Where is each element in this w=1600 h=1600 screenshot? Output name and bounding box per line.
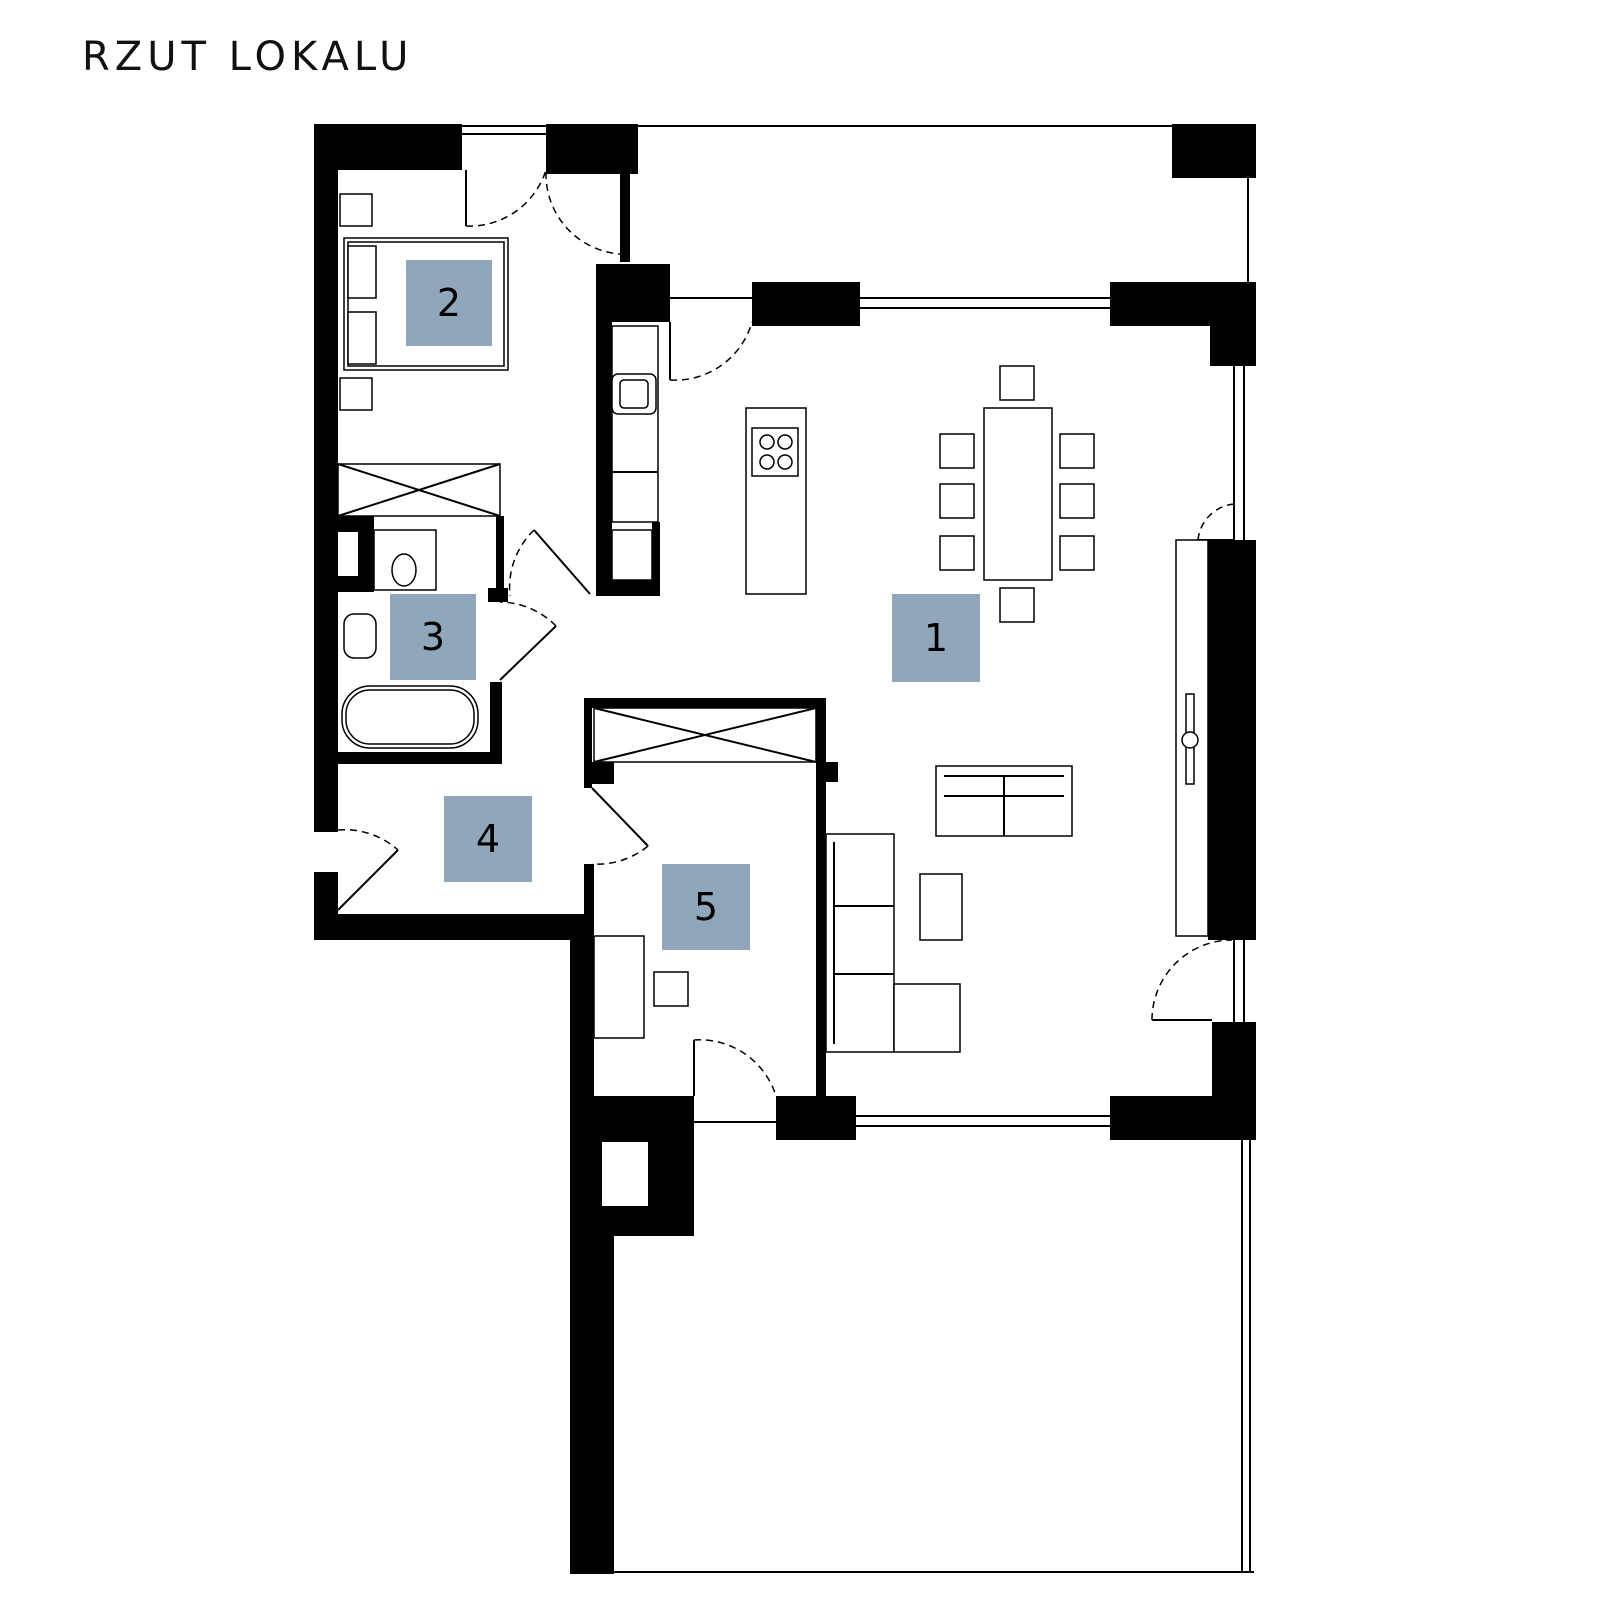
corner-sofa	[825, 833, 895, 1053]
sink-icon	[343, 613, 377, 659]
dining-table	[983, 407, 1053, 581]
svg-text:4: 4	[476, 817, 500, 861]
room-2-label: 2	[406, 260, 492, 346]
coffee-table	[919, 873, 963, 941]
svg-text:2: 2	[437, 281, 461, 325]
room-1-label: 1	[892, 594, 980, 682]
room-3-label: 3	[390, 594, 476, 680]
room-4-label: 4	[444, 796, 532, 882]
svg-text:5: 5	[694, 885, 718, 929]
page-title: RZUT LOKALU	[82, 34, 414, 80]
toilet-icon	[391, 553, 417, 587]
windows-and-balconies	[314, 125, 1254, 1573]
room-5-label: 5	[662, 864, 750, 950]
svg-text:1: 1	[924, 616, 948, 660]
desk	[593, 935, 645, 1039]
walls	[314, 124, 1256, 1574]
room-labels: 1 2 3 4 5	[390, 260, 980, 950]
svg-text:3: 3	[421, 615, 445, 659]
